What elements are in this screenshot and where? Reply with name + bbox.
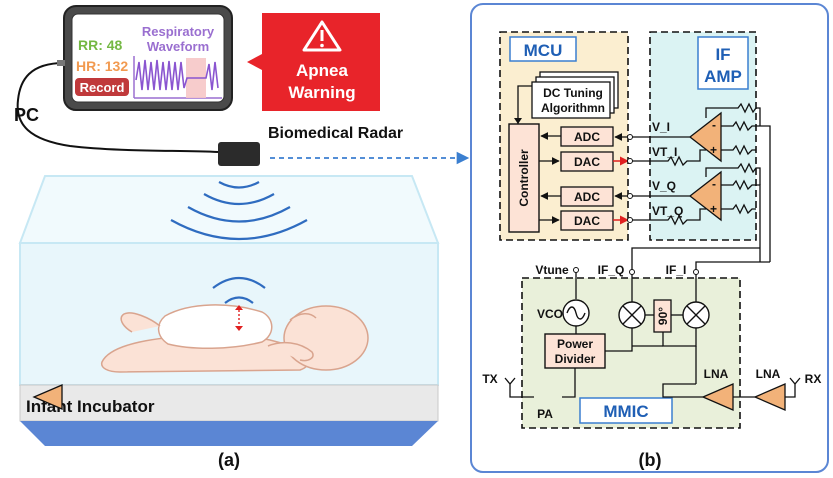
mmic-title: MMIC	[603, 402, 648, 421]
power-divider-block: Power Divider	[544, 333, 606, 369]
controller-block	[508, 123, 540, 233]
v-q-label: V_Q	[652, 179, 676, 193]
mixer-q	[618, 301, 646, 329]
svg-text:ADC: ADC	[574, 190, 600, 204]
vtune-label: Vtune	[535, 263, 569, 277]
if-i-label: IF_I	[666, 263, 687, 277]
vco-block: VCO	[537, 272, 590, 334]
hr-label: HR: 132	[76, 58, 128, 74]
svg-text:DAC: DAC	[574, 214, 600, 228]
svg-text:90°: 90°	[656, 307, 670, 325]
respiratory-waveform	[133, 56, 222, 99]
dc-tuning-block: DC Tuning Algorithmn	[531, 71, 619, 119]
pa-label: PA	[537, 407, 553, 421]
caption-a: (a)	[218, 450, 240, 470]
svg-text:Divider: Divider	[555, 352, 596, 366]
rr-label: RR: 48	[78, 37, 123, 53]
panel-b: MCU DC Tuning Algorithmn Controller ADC …	[32, 3, 829, 473]
svg-text:Power: Power	[557, 337, 593, 351]
radar-label: Biomedical Radar	[268, 125, 403, 142]
dac-block-1: DAC	[560, 151, 614, 172]
apnea-warning: Apnea Warning	[247, 13, 380, 111]
usb-cable	[16, 62, 219, 153]
opamp-q: - +	[688, 170, 722, 222]
rx-label: RX	[805, 372, 822, 386]
tx-wiring	[504, 368, 576, 398]
warning-line1: Apnea	[296, 61, 349, 80]
mixer-i	[682, 301, 710, 329]
controller-links	[539, 132, 561, 224]
pa-amp: PA	[32, 384, 553, 421]
adc-block-2: ADC	[560, 186, 614, 207]
rx-wiring	[662, 377, 801, 398]
v-i-label: V_I	[652, 120, 670, 134]
opamp-i: - +	[688, 111, 722, 163]
tx-label: TX	[482, 372, 497, 386]
mcu-title: MCU	[524, 41, 563, 60]
if-amp-wiring	[630, 102, 771, 262]
mixer-wiring	[605, 274, 697, 384]
lna2-label: LNA	[756, 367, 781, 381]
radar-device	[218, 142, 260, 166]
svg-text:-: -	[712, 177, 716, 191]
infant	[100, 304, 369, 373]
if-amp-line1: IF	[715, 45, 730, 64]
svg-text:-: -	[712, 118, 716, 132]
svg-text:+: +	[710, 202, 717, 216]
warning-line2: Warning	[288, 83, 355, 102]
vt-q-label: VT_Q	[652, 204, 683, 218]
radar-waves-upper	[170, 181, 308, 240]
if-amp-line2: AMP	[704, 67, 742, 86]
phase-shifter-90: 90°	[653, 299, 672, 333]
svg-text:DAC: DAC	[574, 155, 600, 169]
record-label: Record	[80, 80, 125, 95]
dac-block-2: DAC	[560, 210, 614, 231]
warning-triangle-icon	[302, 20, 342, 52]
svg-text:ADC: ADC	[574, 130, 600, 144]
if-q-label: IF_Q	[598, 263, 625, 277]
vt-i-label: VT_I	[652, 145, 677, 159]
waveform-title-line2: Waveform	[147, 39, 209, 54]
vco-label: VCO	[537, 307, 563, 321]
radar-waves-lower	[212, 276, 266, 304]
record-button[interactable]	[75, 78, 129, 96]
pc-monitor: RR: 48 HR: 132 Record Respiratory Wavefo…	[63, 5, 233, 111]
dc-tuning-line2: Algorithmn	[541, 101, 605, 115]
dc-tuning-line1: DC Tuning	[543, 86, 603, 100]
caption-b: (b)	[639, 450, 662, 470]
lna1-label: LNA	[704, 367, 729, 381]
mcu-ifamp-links	[614, 133, 628, 200]
waveform-title-line1: Respiratory	[142, 24, 215, 39]
controller-label: Controller	[517, 149, 531, 207]
svg-text:+: +	[710, 143, 717, 157]
panel-a: RR: 48 HR: 132 Record Respiratory Wavefo…	[14, 5, 470, 470]
adc-block-1: ADC	[560, 126, 614, 147]
if-links	[631, 247, 770, 272]
